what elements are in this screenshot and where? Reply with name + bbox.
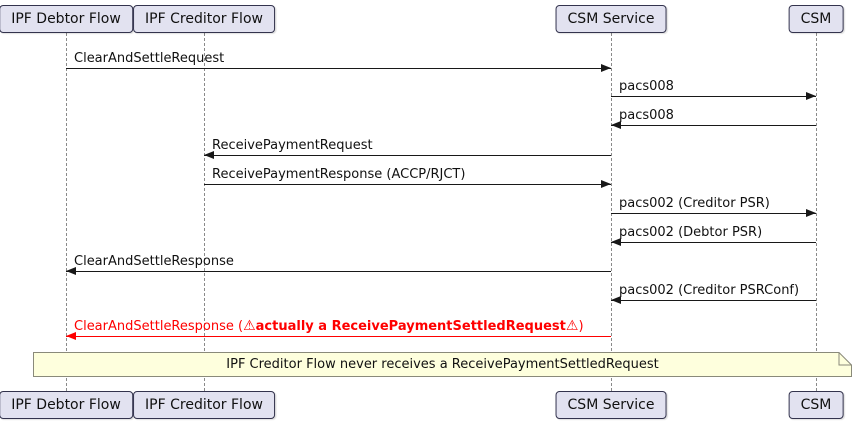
lifeline-ipf-debtor-flow xyxy=(66,33,67,391)
arrowhead-left-icon xyxy=(611,238,621,246)
message-line xyxy=(611,242,816,243)
message-line xyxy=(611,125,816,126)
arrowhead-right-icon xyxy=(806,209,816,217)
participant-ipf-debtor-flow: IPF Debtor Flow xyxy=(0,391,133,419)
message-line xyxy=(611,300,816,301)
arrowhead-left-icon xyxy=(66,267,76,275)
note: IPF Creditor Flow never receives a Recei… xyxy=(33,352,852,377)
message-line xyxy=(66,271,611,272)
message-label: pacs008 xyxy=(619,79,674,94)
participant-ipf-creditor-flow: IPF Creditor Flow xyxy=(133,391,275,419)
participant-ipf-creditor-flow: IPF Creditor Flow xyxy=(133,5,275,33)
message-label: pacs008 xyxy=(619,108,674,123)
arrowhead-left-icon xyxy=(204,151,214,159)
note-text: IPF Creditor Flow never receives a Recei… xyxy=(226,357,659,372)
warning-icon: ⚠ xyxy=(243,318,256,334)
message-label: ReceivePaymentRequest xyxy=(212,138,373,153)
message-label-prefix: ClearAndSettleResponse ( xyxy=(74,319,244,334)
message-label: ClearAndSettleResponse (⚠actually a Rece… xyxy=(74,319,584,335)
message-label: ClearAndSettleResponse xyxy=(74,254,234,269)
participant-csm: CSM xyxy=(788,5,844,33)
arrowhead-right-icon xyxy=(601,180,611,188)
message-label: ClearAndSettleRequest xyxy=(74,51,225,66)
lifeline-ipf-creditor-flow xyxy=(204,33,205,391)
warning-icon: ⚠ xyxy=(565,318,579,334)
arrowhead-left-icon xyxy=(611,296,621,304)
message-label-suffix: ) xyxy=(578,319,584,334)
participant-csm-service: CSM Service xyxy=(555,5,667,33)
message-line xyxy=(204,155,611,156)
participant-csm-service: CSM Service xyxy=(555,391,667,419)
arrowhead-right-icon xyxy=(806,92,816,100)
message-label: pacs002 (Creditor PSR) xyxy=(619,196,770,211)
message-line xyxy=(66,336,611,337)
arrowhead-left-icon xyxy=(66,332,76,340)
arrowhead-left-icon xyxy=(611,121,621,129)
participant-csm: CSM xyxy=(788,391,844,419)
participant-ipf-debtor-flow: IPF Debtor Flow xyxy=(0,5,133,33)
message-label: pacs002 (Creditor PSRConf) xyxy=(619,283,800,298)
message-label-bold: actually a ReceivePaymentSettledRequest xyxy=(255,319,566,334)
message-line xyxy=(66,68,611,69)
lifeline-csm-service xyxy=(611,33,612,391)
message-line xyxy=(611,213,816,214)
message-label: pacs002 (Debtor PSR) xyxy=(619,225,763,240)
message-line xyxy=(204,184,611,185)
message-label: ReceivePaymentResponse (ACCP/RJCT) xyxy=(212,167,466,182)
note-shape xyxy=(33,352,852,377)
lifeline-csm xyxy=(816,33,817,391)
arrowhead-right-icon xyxy=(601,64,611,72)
message-line xyxy=(611,96,816,97)
